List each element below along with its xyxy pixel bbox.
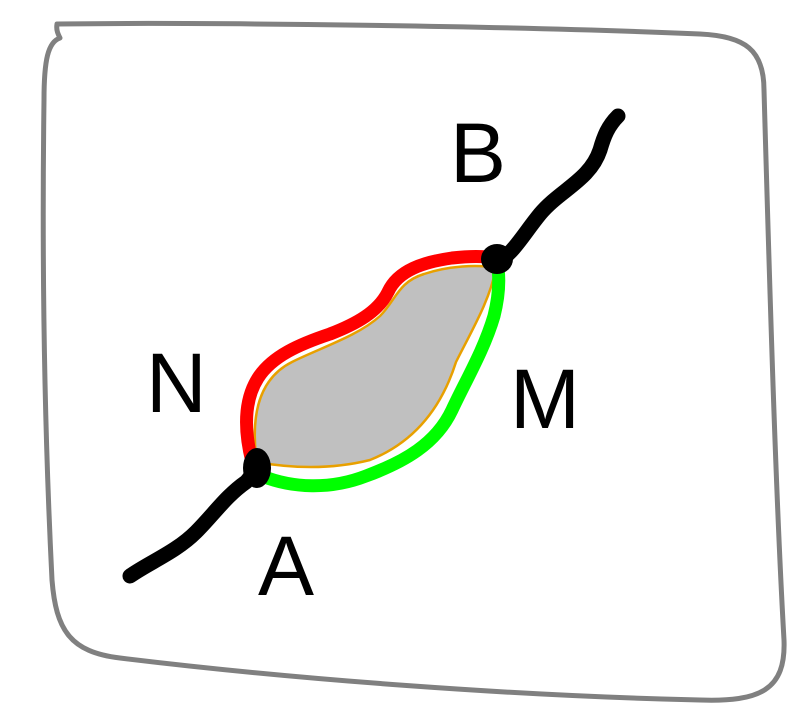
arc-m bbox=[255, 261, 506, 493]
point-a-dot bbox=[243, 448, 271, 488]
label-n: N bbox=[146, 336, 207, 430]
black-path-lower bbox=[122, 448, 264, 584]
arc-n bbox=[240, 250, 501, 469]
point-b-dot bbox=[481, 244, 513, 274]
label-a: A bbox=[258, 519, 314, 613]
enclosed-region bbox=[253, 264, 498, 469]
label-b: B bbox=[450, 106, 506, 200]
outer-frame bbox=[40, 20, 787, 703]
black-path-upper bbox=[486, 108, 626, 272]
label-m: M bbox=[510, 352, 580, 446]
